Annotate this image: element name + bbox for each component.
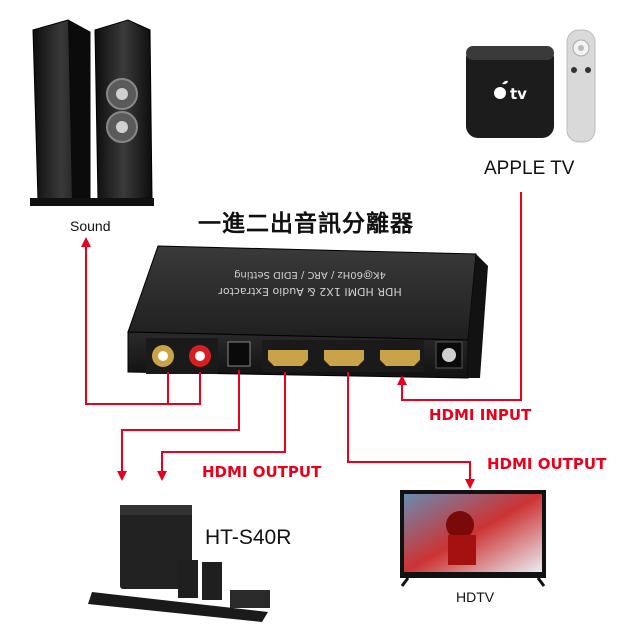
- apple-tv-label: APPLE TV: [484, 158, 575, 179]
- tower-speakers-icon: [30, 19, 154, 206]
- connection-lines: [81, 192, 522, 489]
- apple-tv-to-input-line: [397, 192, 522, 401]
- rca-to-sound-line: [81, 237, 169, 405]
- hdmi-output-right-label: HDMI OUTPUT: [487, 455, 607, 473]
- optical-to-soundbar-line: [117, 370, 240, 481]
- splitter-top-text-2: 4K@60Hz / ARC / EDID Setting: [234, 269, 386, 280]
- flat-tv-icon: [400, 490, 546, 587]
- hdtv-label: HDTV: [456, 589, 495, 605]
- splitter-top-text-1: HDR HDMI 1X2 & Audio Extractor: [218, 285, 402, 298]
- sound-label: Sound: [70, 218, 111, 234]
- hdmi-out-left-line: [157, 372, 286, 481]
- hdmi-splitter-box-icon: HDR HDMI 1X2 & Audio Extractor 4K@60Hz /…: [127, 245, 488, 379]
- soundbar-system-icon: [88, 505, 270, 622]
- diagram-title: 一進二出音訊分離器: [198, 211, 414, 237]
- hdmi-out-right-line: [347, 372, 475, 489]
- rca-right-branch-line: [168, 372, 201, 405]
- soundbar-label: HT-S40R: [205, 526, 292, 549]
- hdmi-output-left-label: HDMI OUTPUT: [202, 463, 322, 481]
- hdmi-input-label: HDMI INPUT: [429, 406, 532, 424]
- apple-tv-box-icon: tv: [466, 29, 596, 143]
- apple-tv-badge: tv: [510, 85, 527, 103]
